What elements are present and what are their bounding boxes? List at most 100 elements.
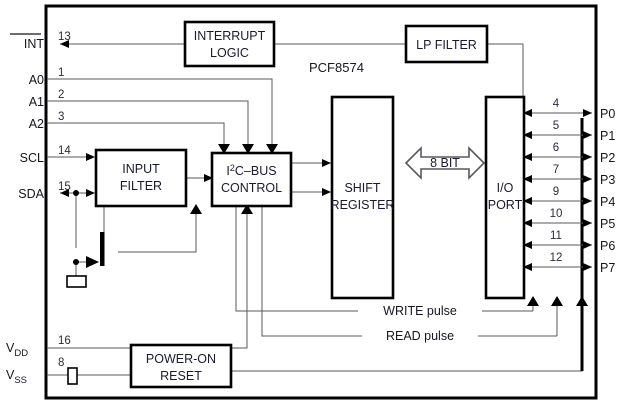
pin-label-p3[interactable]: P3: [600, 173, 615, 187]
i2c-bus-control-label-line2: CONTROL: [221, 181, 282, 195]
pin-label-p6[interactable]: P6: [600, 239, 615, 253]
power-on-reset-label-line1: POWER-ON: [146, 352, 216, 366]
junction-dots: [73, 190, 79, 265]
bus-arrow-label: 8 BIT: [430, 156, 460, 170]
i2c-label-pre: I: [226, 164, 229, 178]
pin-num-7: 7: [553, 164, 559, 176]
vdd-subscript: DD: [14, 348, 28, 359]
block-labels: INTERRUPT LOGIC LP FILTER INPUT FILTER I…: [120, 29, 523, 383]
lp-filter-label: LP FILTER: [416, 38, 477, 52]
arrow-a1-down: [242, 144, 254, 154]
label-backdrops: [358, 303, 482, 342]
block-lp-filter[interactable]: [404, 24, 489, 64]
arrow-a2-down: [218, 144, 230, 154]
left-pin-labels: INT A0 A1 A2 SCL SDA: [10, 33, 45, 201]
pin-num-15: 15: [58, 181, 71, 193]
write-pulse-label-front: WRITE pulse: [383, 304, 457, 318]
arrow-sr-in-bot: [322, 188, 331, 196]
pin-num-12: 12: [550, 252, 563, 264]
pin-label-p4[interactable]: P4: [600, 195, 615, 209]
driver-gate-bar: [100, 232, 105, 266]
shift-register-label-line2: REGISTER: [331, 198, 395, 212]
interrupt-logic-label-line2: LOGIC: [210, 46, 249, 60]
pin-label-p5[interactable]: P5: [600, 217, 615, 231]
blocks-layer: [94, 20, 526, 389]
vss-pin-symbol: [67, 367, 78, 385]
arrow-read-in: [551, 296, 563, 306]
block-i2c-bus-control[interactable]: [210, 151, 293, 208]
pin-num-14: 14: [58, 145, 71, 157]
pin-num-16: 16: [58, 335, 71, 347]
chip-outline: [44, 4, 598, 400]
pin-num-5: 5: [553, 120, 559, 132]
vss-subscript: SS: [14, 375, 27, 386]
pin-num-9: 9: [553, 186, 559, 198]
pin-label-vdd[interactable]: VDD: [6, 341, 28, 359]
driver-buffer-triangle: [86, 256, 99, 268]
pin-label-p1[interactable]: P1: [600, 129, 615, 143]
pin-label-vss[interactable]: VSS: [6, 368, 27, 386]
pin-label-a1[interactable]: A1: [29, 95, 44, 109]
i2c-bus-control-label-line1: I2C–BUS: [226, 163, 276, 178]
vdd-base: V: [6, 341, 15, 355]
read-pulse-label-front: READ pulse: [386, 329, 454, 343]
por-riser-arrow: [241, 204, 253, 214]
wire-a0: [47, 78, 273, 153]
pin-num-2: 2: [58, 89, 64, 101]
pin-num-3: 3: [58, 111, 64, 123]
block-io-port[interactable]: [484, 95, 526, 300]
driver-vss-symbol: [66, 275, 87, 288]
input-filter-label-line2: FILTER: [120, 179, 162, 193]
arrow-int-out: [60, 40, 69, 48]
pin-label-a2[interactable]: A2: [29, 117, 44, 131]
block-input-filter[interactable]: [94, 148, 188, 208]
left-pin-numbers: 13 1 2 3 14 15 16 8: [58, 31, 71, 369]
shift-register-label-line1: SHIFT: [344, 181, 380, 195]
vss-base: V: [6, 368, 15, 382]
wire-a2: [47, 122, 225, 153]
power-on-reset-label-line2: RESET: [160, 369, 202, 383]
i2c-label-superscript: 2: [230, 163, 235, 173]
pin-num-8: 8: [58, 357, 64, 369]
pin-label-scl[interactable]: SCL: [20, 151, 44, 165]
interrupt-logic-label-line1: INTERRUPT: [194, 29, 266, 43]
power-pin-labels: VDD VSS: [6, 341, 28, 386]
dot-driver-gate: [73, 259, 79, 265]
arrow-write-in: [527, 296, 539, 306]
io-port-label-line1: I/O: [497, 181, 514, 195]
arrow-sda-in: [86, 189, 95, 197]
pin-num-1: 1: [58, 67, 64, 79]
pin-num-10: 10: [550, 208, 563, 220]
wire-por-to-i2c: [231, 208, 248, 349]
arrow-scl-in: [86, 153, 95, 161]
arrowheads: [60, 40, 588, 306]
right-pin-labels: P0 P1 P2 P3 P4 P5 P6 P7: [600, 107, 615, 275]
pin-label-int[interactable]: INT: [24, 37, 45, 51]
device-title: PCF8574: [309, 60, 364, 75]
i2c-label-post: C–BUS: [235, 164, 277, 178]
bus-arrow-8bit: [404, 146, 486, 180]
pin-num-11: 11: [550, 230, 562, 242]
wire-a1: [47, 100, 249, 153]
pin-label-p0[interactable]: P0: [600, 107, 615, 121]
arrow-a0-down: [266, 144, 278, 154]
pin-num-6: 6: [553, 142, 559, 154]
dot-sda-tap: [73, 190, 79, 196]
block-interrupt-logic[interactable]: [183, 20, 276, 68]
pin-label-p2[interactable]: P2: [600, 151, 615, 165]
pin-label-sda[interactable]: SDA: [18, 187, 44, 201]
port-pin-group: [523, 109, 592, 271]
arrow-sr-in-top: [322, 159, 331, 167]
block-shift-register[interactable]: [330, 95, 395, 300]
pin-label-p7[interactable]: P7: [600, 261, 615, 275]
arrow-sda-out: [60, 189, 69, 197]
open-drain-driver: [66, 232, 105, 288]
wire-driver-to-i2c: [118, 205, 197, 253]
pin-num-4: 4: [553, 98, 560, 110]
block-power-on-reset[interactable]: [129, 343, 233, 389]
pin-num-13: 13: [58, 31, 71, 43]
wire-lpfilter-to-ioport: [487, 43, 524, 97]
pin-label-a0[interactable]: A0: [29, 73, 44, 87]
arrow-filter-to-i2c: [204, 174, 213, 182]
arrow-reset-in: [576, 296, 588, 306]
